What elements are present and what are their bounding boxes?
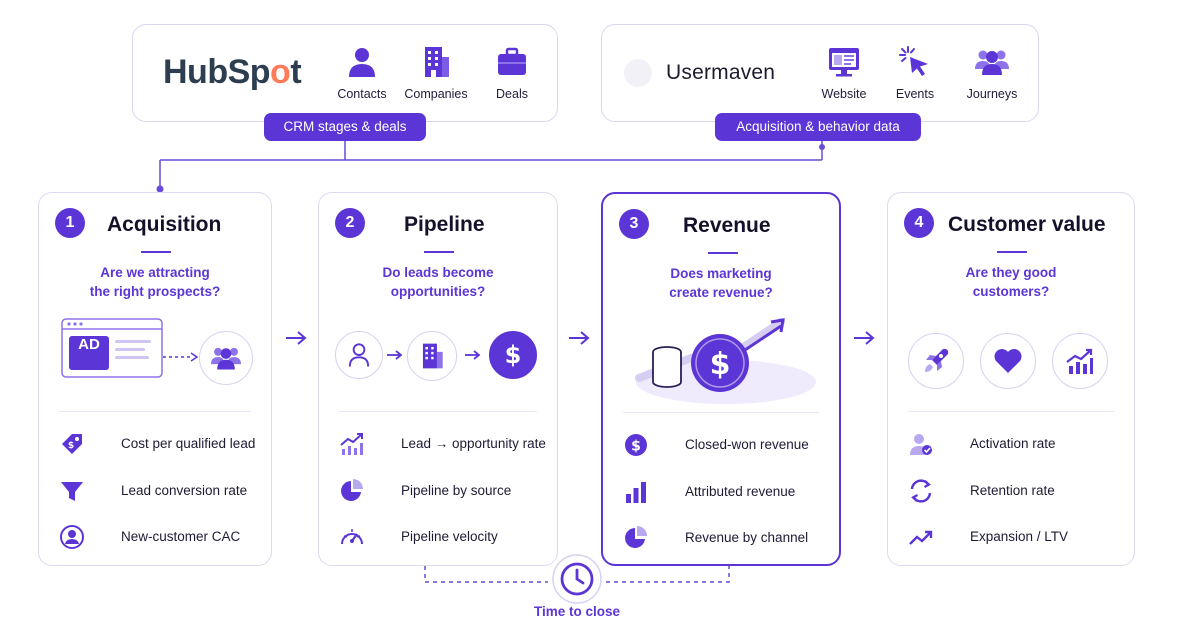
ad-browser-icon [61, 318, 163, 378]
usermaven-card: Usermaven Website Events Journeys [601, 24, 1039, 122]
rocket-icon [908, 333, 964, 389]
dollar-icon: $ [489, 331, 537, 379]
prospects-icon [199, 331, 253, 385]
person-icon [349, 48, 375, 77]
funnel-icon [61, 482, 83, 501]
cursor-click-icon [899, 46, 928, 76]
hubspot-contacts[interactable]: Contacts [322, 45, 402, 101]
stage-number: 2 [335, 208, 365, 238]
briefcase-icon [498, 47, 526, 75]
pie-chart-icon [625, 526, 647, 548]
user-check-icon [910, 434, 932, 455]
hubspot-deals[interactable]: Deals [472, 45, 552, 101]
stage-title: Customer value [948, 213, 1106, 236]
acquisition-data-pill: Acquisition & behavior data [715, 113, 921, 141]
stage-title: Pipeline [404, 213, 485, 236]
stage-number: 1 [55, 208, 85, 238]
svg-text:$: $ [631, 439, 641, 455]
users-icon [975, 50, 1009, 75]
flow-arrow-icon [286, 331, 307, 345]
price-tag-icon: $ [62, 434, 82, 454]
svg-text:$: $ [68, 441, 74, 451]
svg-text:$: $ [710, 347, 731, 382]
user-circle-icon [60, 525, 84, 549]
stage-title: Acquisition [107, 213, 222, 236]
dollar-coin-icon: $ [625, 434, 647, 456]
usermaven-events[interactable]: Events [875, 45, 955, 101]
arrow-right-icon [465, 350, 481, 360]
flow-arrow-icon [854, 331, 875, 345]
hubspot-logo: HubSpot [163, 53, 302, 91]
monitor-icon [829, 48, 859, 77]
stage-number: 4 [904, 208, 934, 238]
usermaven-logo: Usermaven [666, 61, 776, 84]
trend-chart-icon [340, 433, 363, 455]
usermaven-website[interactable]: Website [804, 45, 884, 101]
usermaven-journeys[interactable]: Journeys [952, 45, 1032, 101]
contact-icon [335, 331, 383, 379]
usermaven-logo-mark [624, 59, 652, 87]
building-icon [425, 47, 449, 77]
arrow-right-icon [387, 350, 403, 360]
hubspot-card: HubSpot Contacts Companies Deals [132, 24, 558, 122]
dashed-arrow-icon [163, 352, 199, 362]
time-to-close-label: Time to close [534, 604, 621, 619]
refresh-icon [910, 479, 932, 503]
svg-text:$: $ [505, 341, 522, 369]
pie-chart-icon [341, 479, 363, 501]
bar-chart-icon [626, 482, 646, 503]
revenue-growth-illustration: $ [635, 318, 816, 404]
company-icon [407, 331, 457, 381]
stage-title: Revenue [683, 214, 771, 237]
stage-number: 3 [619, 209, 649, 239]
growth-chart-icon [1052, 333, 1108, 389]
trend-up-icon [909, 530, 933, 545]
heart-icon [980, 333, 1036, 389]
flow-arrow-icon [569, 331, 590, 345]
hubspot-companies[interactable]: Companies [396, 45, 476, 101]
ad-label: AD [78, 336, 100, 353]
speedometer-icon [341, 529, 363, 545]
clock-icon [552, 554, 602, 604]
crm-pill: CRM stages & deals [264, 113, 426, 141]
